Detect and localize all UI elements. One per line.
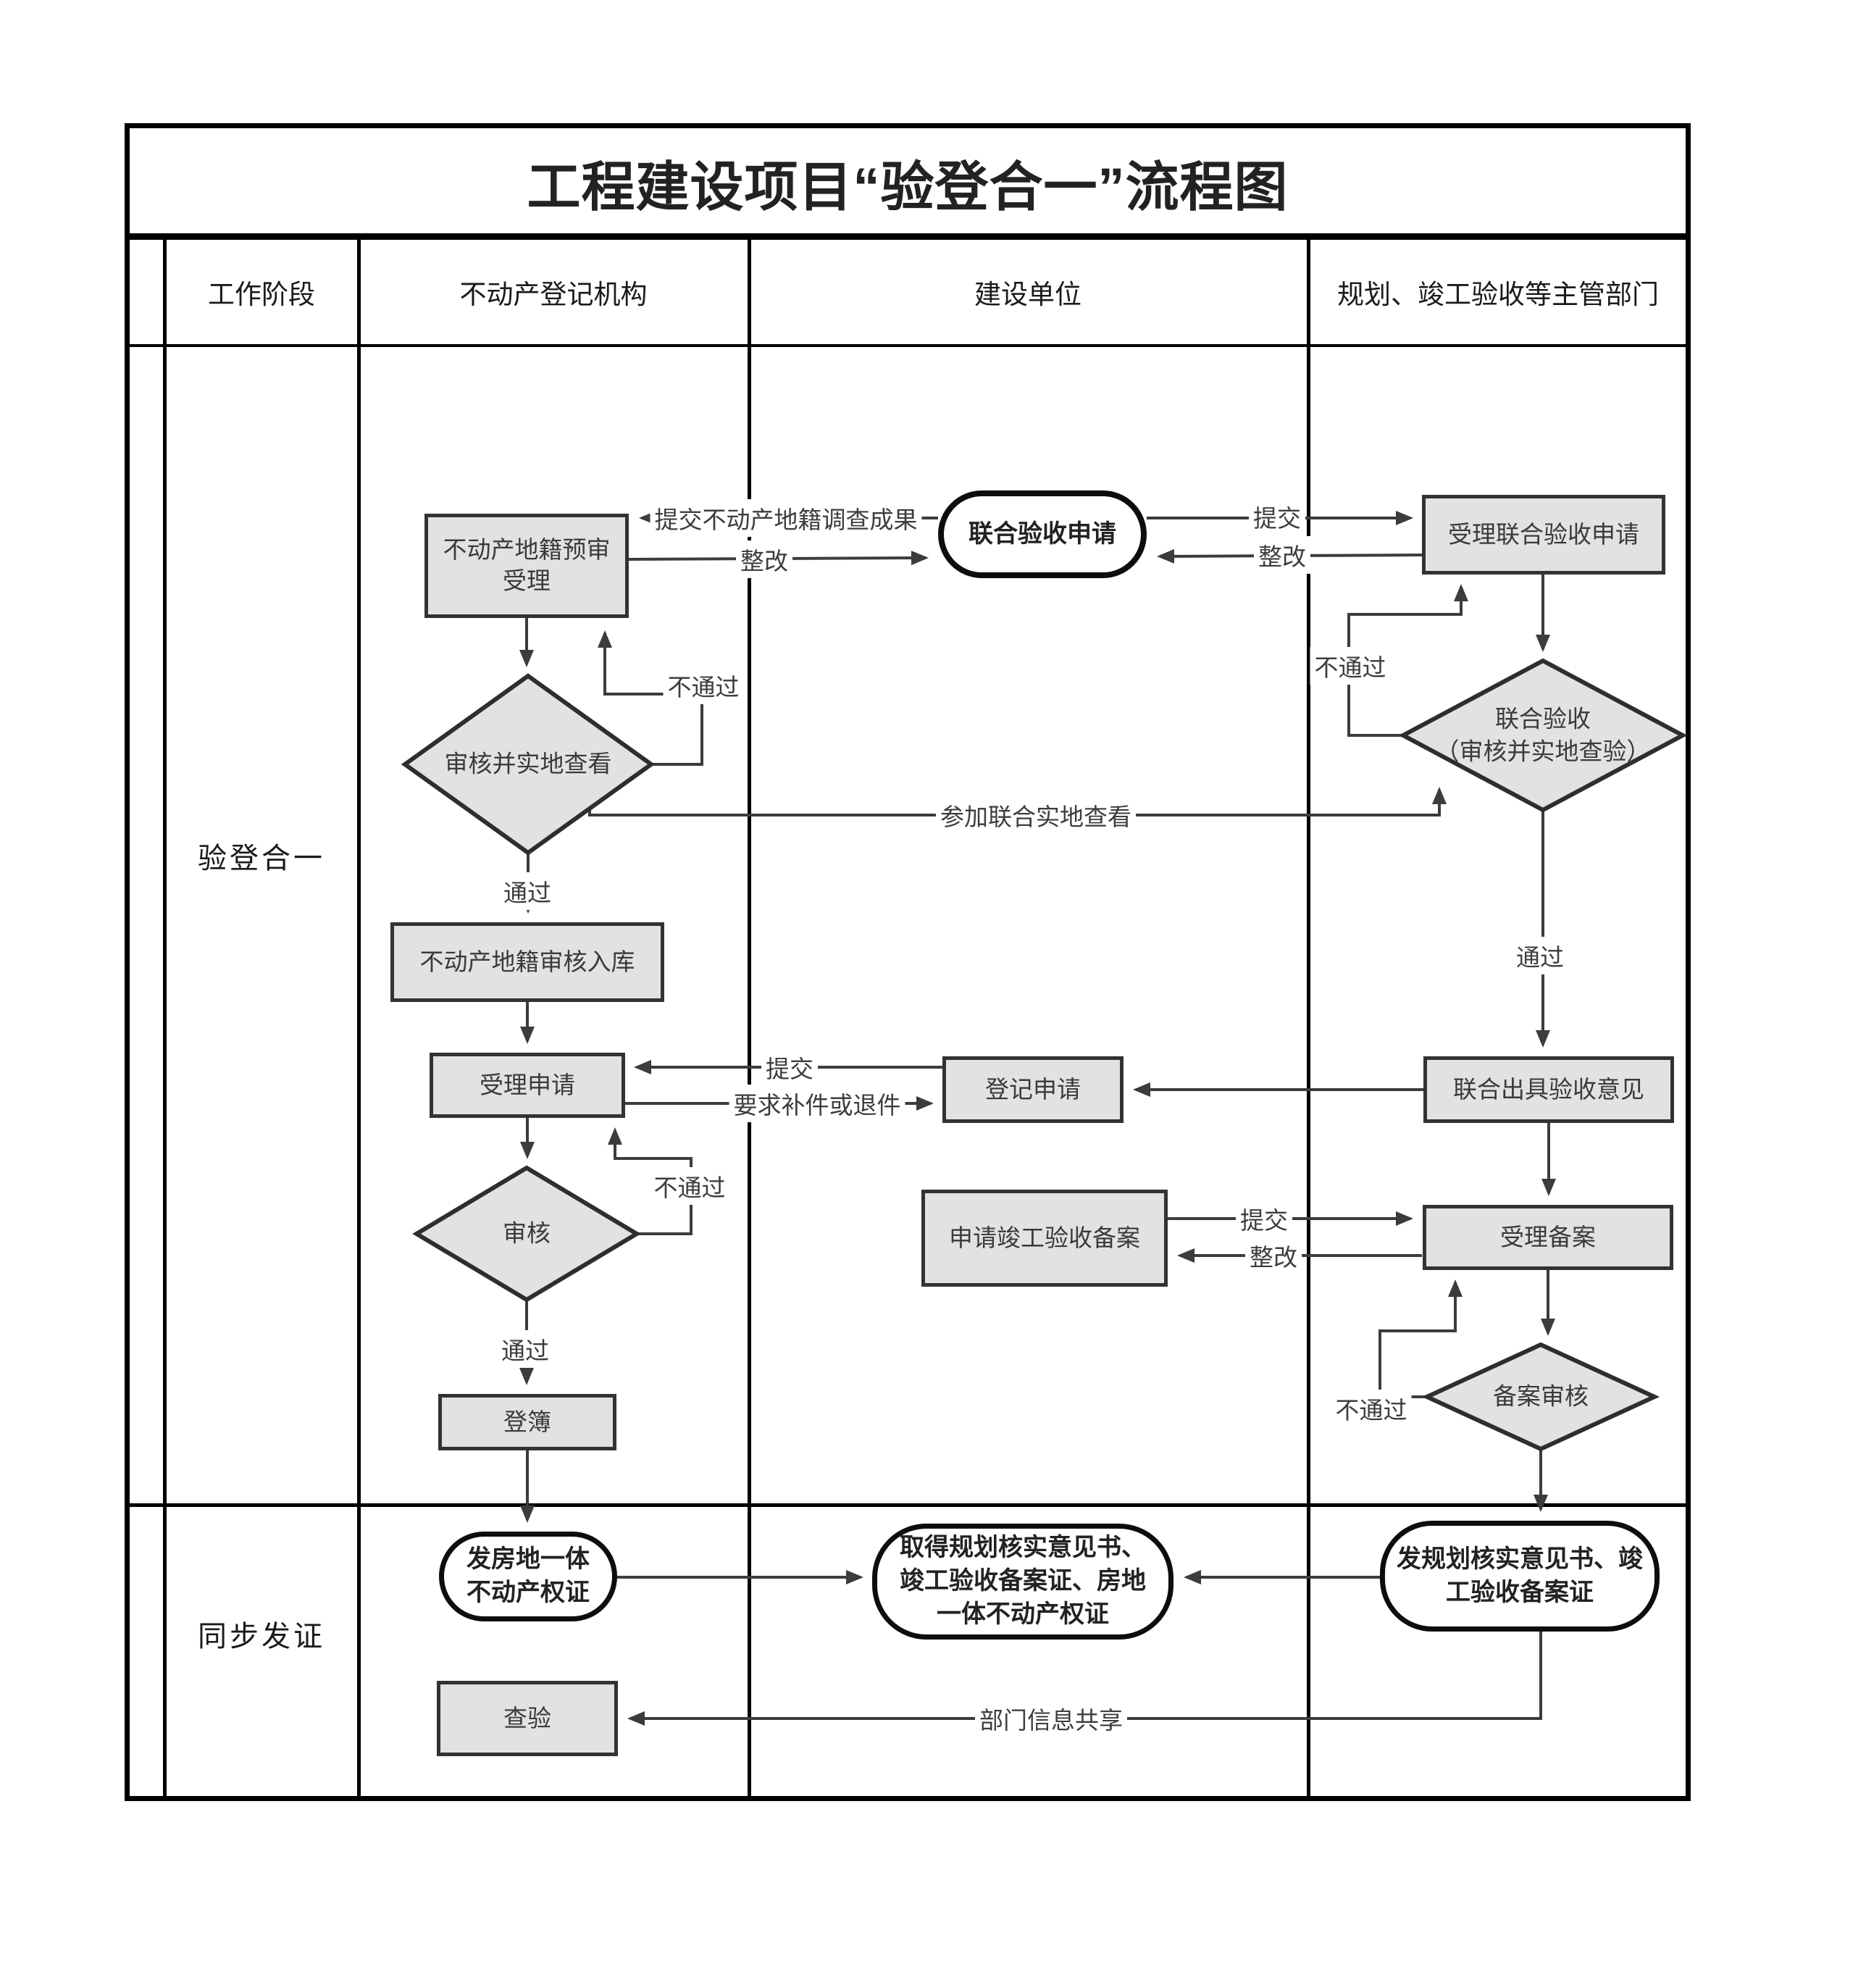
node-site-review-label: 审核并实地查看 xyxy=(444,750,612,777)
edge-label-rectify-filing: 整改 xyxy=(1245,1237,1302,1274)
gutter-divider xyxy=(163,233,167,1798)
table-outer-border-bottom xyxy=(125,1796,1691,1801)
edge-label-fail-sitereview: 不通过 xyxy=(663,667,744,704)
edge-label-fail-jointcheck: 不通过 xyxy=(1310,647,1391,685)
edge-label-pass-sitereview: 通过 xyxy=(499,872,556,910)
edge-label-fail-filingreview: 不通过 xyxy=(1331,1390,1412,1427)
table-outer-border-top xyxy=(125,123,1691,128)
page-title: 工程建设项目“验登合一”流程图 xyxy=(527,156,1289,217)
edge-label-fail-review: 不通过 xyxy=(649,1167,730,1205)
edge-jointcheck-fail-loop xyxy=(1347,584,1468,737)
lane-divider-1 xyxy=(357,233,361,1798)
node-accept-joint: 受理联合验收申请 xyxy=(1422,495,1665,575)
edge-label-supplement: 要求补件或退件 xyxy=(729,1085,905,1122)
edge-label-submit-joint: 提交 xyxy=(1249,498,1305,535)
diamond-review xyxy=(412,1165,641,1303)
title-divider xyxy=(125,233,1691,240)
node-cadastre-store: 不动产地籍审核入库 xyxy=(390,922,664,1002)
stage-row-divider xyxy=(125,1503,1691,1507)
row-label-combined: 验登合一 xyxy=(198,843,325,874)
lane-header-construction: 建设单位 xyxy=(974,280,1081,309)
node-issue-docs: 发规划核实意见书、竣 工验收备案证 xyxy=(1380,1521,1660,1632)
node-accept-application: 受理申请 xyxy=(430,1053,625,1118)
table-outer-border-right xyxy=(1686,123,1691,1801)
diamond-site-review xyxy=(401,673,656,856)
node-filing-apply: 申请竣工验收备案 xyxy=(921,1190,1168,1287)
edge-label-rectify-joint: 整改 xyxy=(1254,536,1310,574)
diamond-joint-check xyxy=(1398,658,1688,813)
diamond-filing-review xyxy=(1421,1342,1660,1452)
edge-label-join-site-check: 参加联合实地查看 xyxy=(936,796,1136,834)
row-label-issuance: 同步发证 xyxy=(198,1621,325,1653)
lane-divider-3 xyxy=(1307,233,1310,1798)
lane-header-stage: 工作阶段 xyxy=(208,280,315,309)
node-register-book: 登簿 xyxy=(438,1394,616,1450)
edge-label-pass-jointcheck: 通过 xyxy=(1512,937,1568,974)
node-filing-review-label: 备案审核 xyxy=(1493,1382,1589,1410)
edge-label-info-share: 部门信息共享 xyxy=(975,1700,1127,1737)
node-register-apply: 登记申请 xyxy=(942,1056,1124,1123)
lane-divider-2 xyxy=(748,233,751,1798)
edge-review-fail-loop xyxy=(608,1127,693,1235)
edge-label-submit-filing: 提交 xyxy=(1236,1200,1292,1237)
node-joint-opinion: 联合出具验收意见 xyxy=(1423,1056,1674,1123)
node-accept-filing: 受理备案 xyxy=(1423,1205,1673,1270)
node-joint-apply: 联合验收申请 xyxy=(938,490,1147,578)
table-outer-border-left xyxy=(125,123,130,1801)
edge-label-submit-register: 提交 xyxy=(761,1048,818,1086)
header-divider xyxy=(125,344,1691,347)
lane-header-authority: 规划、竣工验收等主管部门 xyxy=(1337,280,1659,309)
lane-header-registration: 不动产登记机构 xyxy=(459,280,648,309)
node-verify: 查验 xyxy=(437,1681,618,1756)
node-precheck: 不动产地籍预审 受理 xyxy=(424,514,629,618)
edge-info-share xyxy=(627,1632,1542,1726)
node-joint-check-label: 联合验收 （审核并实地查验） xyxy=(1435,705,1651,764)
edge-filingreview-fail-loop xyxy=(1378,1279,1463,1398)
edge-label-pass-review: 通过 xyxy=(497,1330,553,1368)
edge-label-rectify-to-joint: 整改 xyxy=(736,540,792,578)
node-issue-cert: 发房地一体 不动产权证 xyxy=(439,1532,617,1621)
node-obtain-certs: 取得规划核实意见书、 竣工验收备案证、房地 一体不动产权证 xyxy=(872,1524,1173,1640)
edge-label-submit-cadastral: 提交不动产地籍调查成果 xyxy=(650,499,922,537)
node-review-label: 审核 xyxy=(503,1219,551,1247)
